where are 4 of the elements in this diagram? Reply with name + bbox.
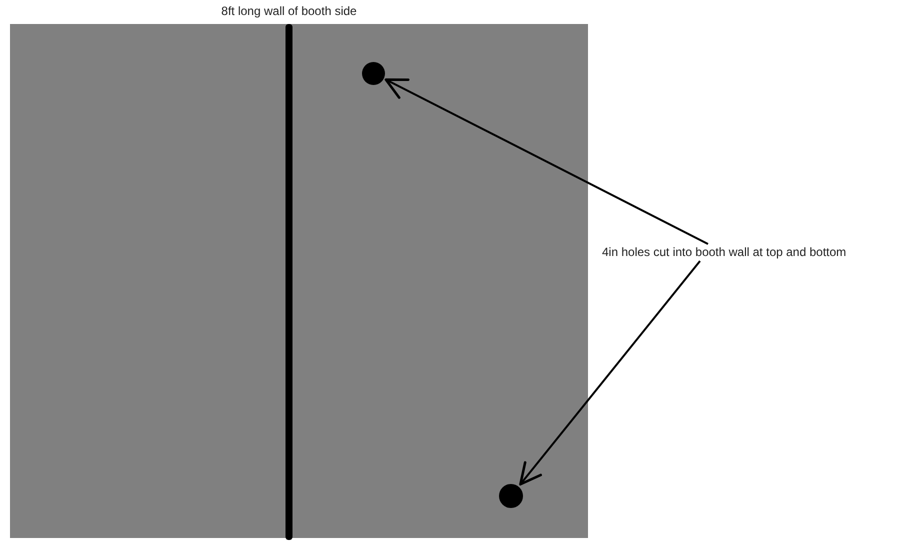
wall-label: 8ft long wall of booth side: [221, 4, 357, 19]
leader-arrow: [384, 78, 708, 245]
callout-text: 4in holes cut into booth wall at top and bottom: [602, 245, 846, 260]
leader-arrow: [519, 260, 701, 486]
